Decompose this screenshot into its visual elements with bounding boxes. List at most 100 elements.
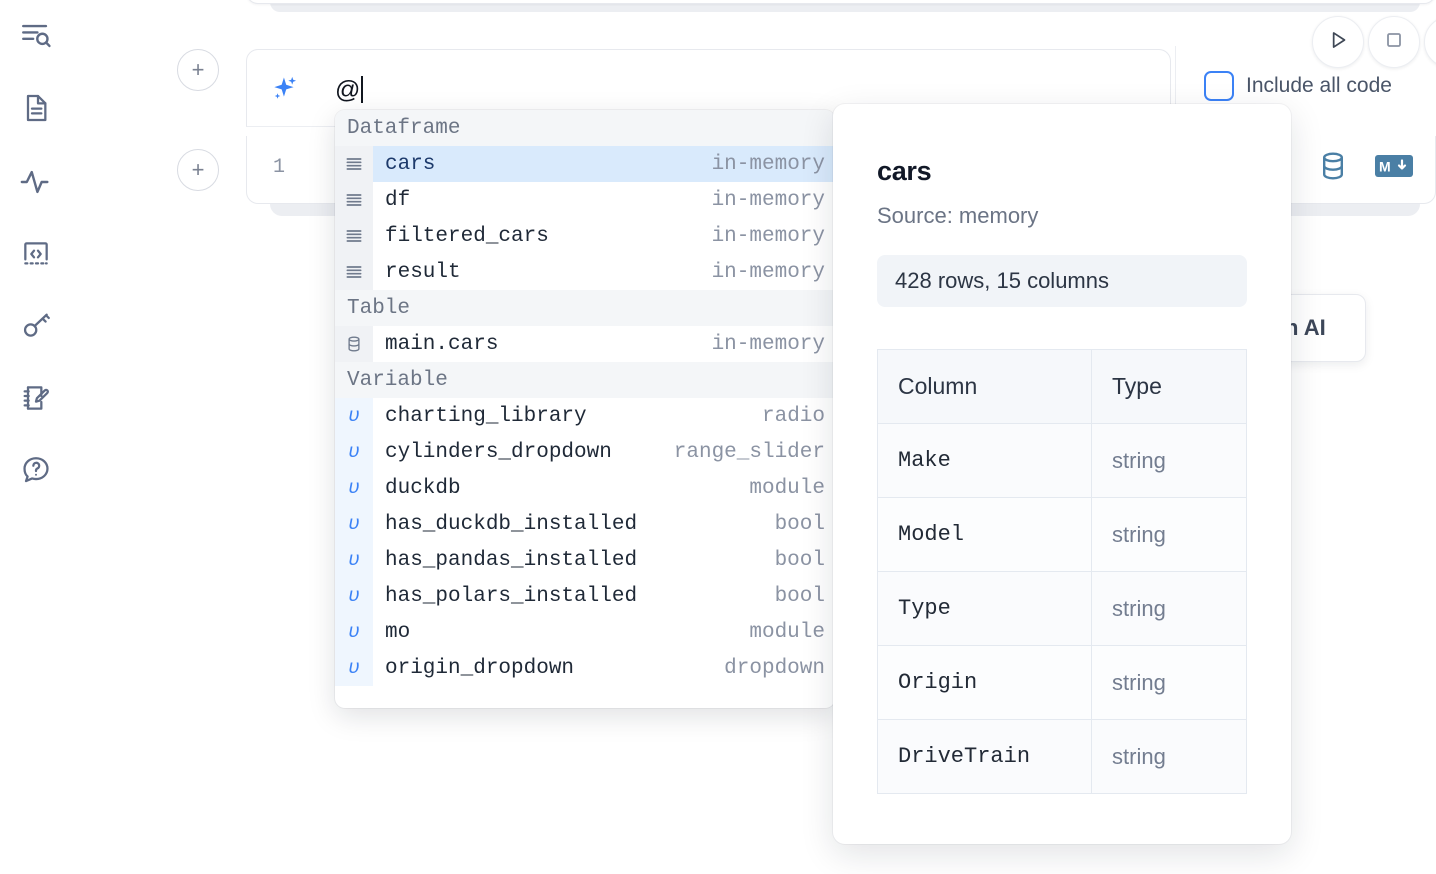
- autocomplete-item-meta: in-memory: [711, 152, 825, 176]
- add-cell-above-button[interactable]: +: [177, 49, 219, 91]
- autocomplete-item-name: result: [385, 260, 461, 284]
- autocomplete-item-meta: bool: [774, 548, 825, 572]
- dataframe-preview-panel: cars Source: memory 428 rows, 15 columns…: [833, 104, 1291, 844]
- preview-column-name: Type: [876, 571, 1093, 646]
- plus-icon: +: [191, 157, 205, 182]
- cell-above-partial[interactable]: [246, 0, 1436, 4]
- preview-title: cars: [877, 156, 932, 186]
- preview-shape-badge: 428 rows, 15 columns: [877, 255, 1247, 307]
- autocomplete-section-header: Variable: [335, 362, 835, 398]
- preview-column-name: Origin: [876, 645, 1093, 720]
- autocomplete-item-meta: bool: [774, 512, 825, 536]
- generate-with-ai-button[interactable]: h AI: [1280, 294, 1366, 362]
- preview-source: Source: memory: [877, 203, 1039, 228]
- help-chat-icon: [20, 454, 52, 486]
- autocomplete-item[interactable]: df in-memory: [335, 182, 835, 218]
- autocomplete-item-meta: module: [749, 620, 825, 644]
- table-db-icon: [335, 326, 373, 362]
- preview-column-name: Make: [876, 423, 1093, 498]
- autocomplete-item[interactable]: main.cars in-memory: [335, 326, 835, 362]
- ai-prompt-input[interactable]: @: [335, 76, 364, 105]
- autocomplete-item-meta: range_slider: [673, 440, 825, 464]
- variable-icon: ʋ: [335, 434, 373, 470]
- line-number: 1: [273, 156, 286, 179]
- run-cell-button[interactable]: [1312, 16, 1364, 68]
- autocomplete-item[interactable]: filtered_cars in-memory: [335, 218, 835, 254]
- database-icon[interactable]: [1317, 150, 1349, 187]
- autocomplete-item-meta: radio: [761, 404, 825, 428]
- stop-cell-button[interactable]: [1368, 16, 1420, 68]
- activity-icon: [19, 165, 53, 199]
- preview-column-name: Model: [876, 497, 1093, 572]
- autocomplete-item[interactable]: cars in-memory: [335, 146, 835, 182]
- sidebar-item-explore-notebooks[interactable]: [14, 14, 58, 58]
- variable-icon: ʋ: [335, 506, 373, 542]
- autocomplete-item-meta: in-memory: [711, 224, 825, 248]
- preview-column-type: string: [1091, 571, 1247, 646]
- sidebar-item-variables-panel[interactable]: [14, 160, 58, 204]
- variable-icon: ʋ: [335, 578, 373, 614]
- cell-action-icons: M: [1317, 150, 1413, 187]
- markdown-icon[interactable]: M: [1375, 153, 1413, 184]
- autocomplete-item-name: filtered_cars: [385, 224, 549, 248]
- sidebar-item-file-explorer[interactable]: [14, 86, 58, 130]
- preview-column-type: string: [1091, 645, 1247, 720]
- variable-icon: ʋ: [335, 650, 373, 686]
- preview-column-type: string: [1091, 497, 1247, 572]
- svg-text:M: M: [1379, 159, 1391, 175]
- file-search-icon: [19, 19, 53, 53]
- autocomplete-item-meta: in-memory: [711, 188, 825, 212]
- autocomplete-item-meta: dropdown: [724, 656, 825, 680]
- dataframe-icon: [335, 182, 373, 218]
- key-icon: [20, 310, 52, 342]
- stop-icon: [1382, 28, 1406, 57]
- autocomplete-item-name: df: [385, 188, 411, 212]
- include-all-code-label: Include all code: [1246, 74, 1392, 97]
- variable-icon: ʋ: [335, 614, 373, 650]
- autocomplete-item-name: charting_library: [385, 404, 587, 428]
- add-cell-below-button[interactable]: +: [177, 149, 219, 191]
- autocomplete-item-name: main.cars: [385, 332, 499, 356]
- document-icon: [20, 92, 52, 124]
- sidebar-item-secrets-panel[interactable]: [14, 304, 58, 348]
- sidebar-item-scratchpad-panel[interactable]: [14, 376, 58, 420]
- plus-icon: +: [191, 57, 205, 82]
- autocomplete-item-name: cars: [385, 152, 436, 176]
- preview-header-column: Column: [876, 349, 1093, 424]
- autocomplete-item-name: has_pandas_installed: [385, 548, 638, 572]
- text-cursor: [361, 76, 364, 103]
- autocomplete-item[interactable]: ʋ has_duckdb_installed bool: [335, 506, 835, 542]
- notebook-pencil-icon: [20, 382, 52, 414]
- generate-with-ai-label: h AI: [1285, 315, 1326, 340]
- autocomplete-item-name: has_duckdb_installed: [385, 512, 638, 536]
- play-icon: [1325, 27, 1351, 58]
- autocomplete-item[interactable]: ʋ origin_dropdown dropdown: [335, 650, 835, 686]
- include-all-code-checkbox[interactable]: [1204, 71, 1234, 101]
- ai-prompt-value: @: [335, 76, 361, 104]
- variable-icon: ʋ: [335, 470, 373, 506]
- autocomplete-item-name: origin_dropdown: [385, 656, 575, 680]
- sidebar-item-dependencies-panel[interactable]: [14, 232, 58, 276]
- ai-sparkle-icon: [269, 74, 301, 106]
- preview-column-type: string: [1091, 423, 1247, 498]
- autocomplete-item-name: has_polars_installed: [385, 584, 638, 608]
- preview-table-header-row: Column Type: [876, 349, 1247, 424]
- preview-column-name: DriveTrain: [876, 719, 1093, 794]
- cell-above-shadow: [270, 2, 1420, 12]
- preview-header-type: Type: [1091, 349, 1247, 424]
- autocomplete-item-meta: in-memory: [711, 332, 825, 356]
- sidebar-item-help-panel[interactable]: [14, 448, 58, 492]
